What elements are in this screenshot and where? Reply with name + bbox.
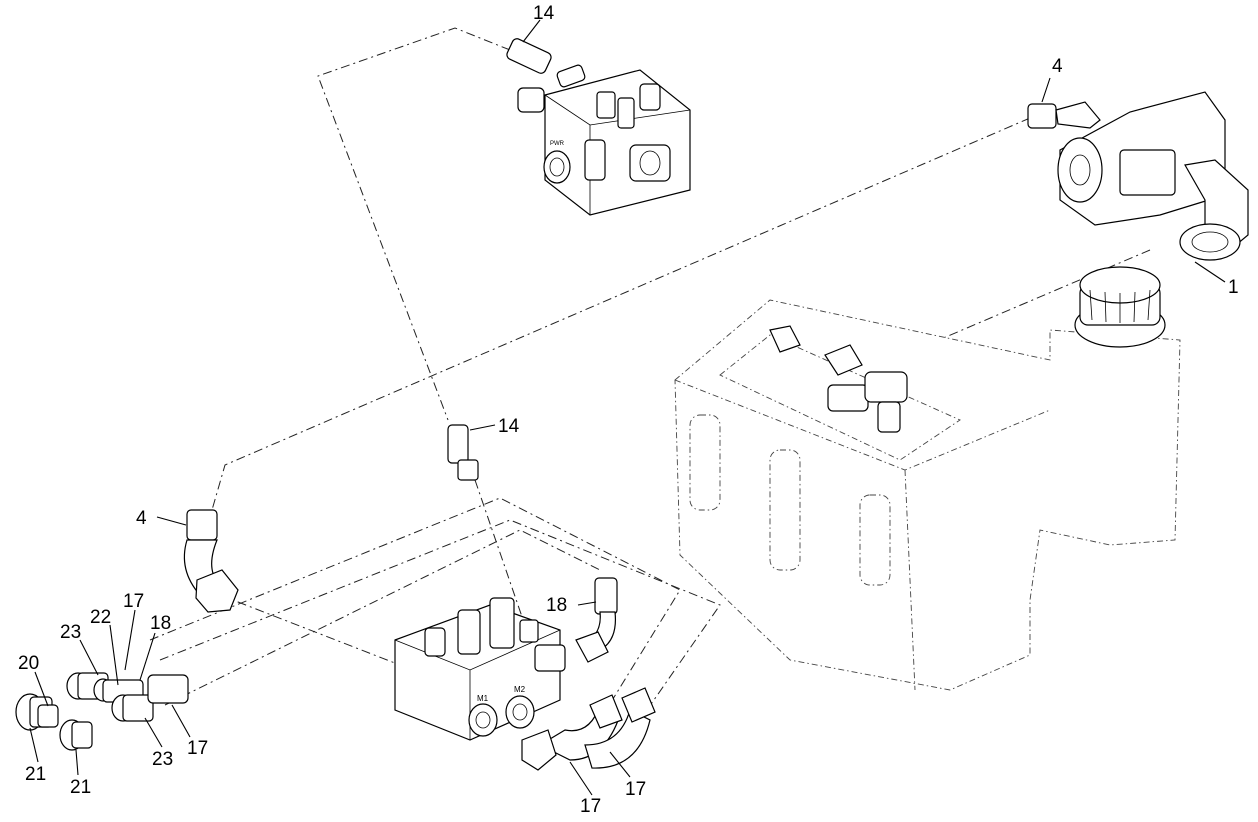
callout-18-mid: 18 [546,595,567,616]
valve-port-pwr-label: PWR [550,141,565,147]
callout-4-left: 4 [136,508,147,529]
callout-18-left: 18 [150,613,171,634]
callout-21-a: 21 [25,764,46,785]
left-fittings-cluster [15,672,189,751]
callout-23-a: 23 [60,622,81,643]
valve-port-m1-label: M1 [477,694,489,703]
callout-22: 22 [90,607,111,628]
pump [1027,91,1249,261]
callout-17-c: 17 [580,796,601,817]
callout-labels: 14 4 1 14 4 17 18 18 22 23 20 21 21 23 1… [18,3,1239,817]
hose-18-mid [575,577,618,663]
callout-1: 1 [1228,277,1239,298]
lower-control-valve: M1 M2 [394,597,566,741]
hydraulic-tank [674,266,1181,691]
leaders [29,19,1226,796]
callout-14-top: 14 [533,3,555,24]
callout-4-right: 4 [1052,56,1063,77]
top-control-valve: PWR [506,38,691,216]
callout-17-a: 17 [123,591,144,612]
fitting-14-mid [447,424,479,481]
callout-21-b: 21 [70,777,91,798]
callout-23-b: 23 [152,749,173,770]
callout-14-mid: 14 [498,416,520,437]
hoses-17-bottom [521,687,656,771]
callout-17-d: 17 [625,779,646,800]
callout-20: 20 [18,653,39,674]
callout-17-b: 17 [187,738,208,759]
valve-port-m2-label: M2 [514,685,526,694]
fitting-4-left-elbow [183,509,239,613]
routing-lines [149,27,1151,721]
